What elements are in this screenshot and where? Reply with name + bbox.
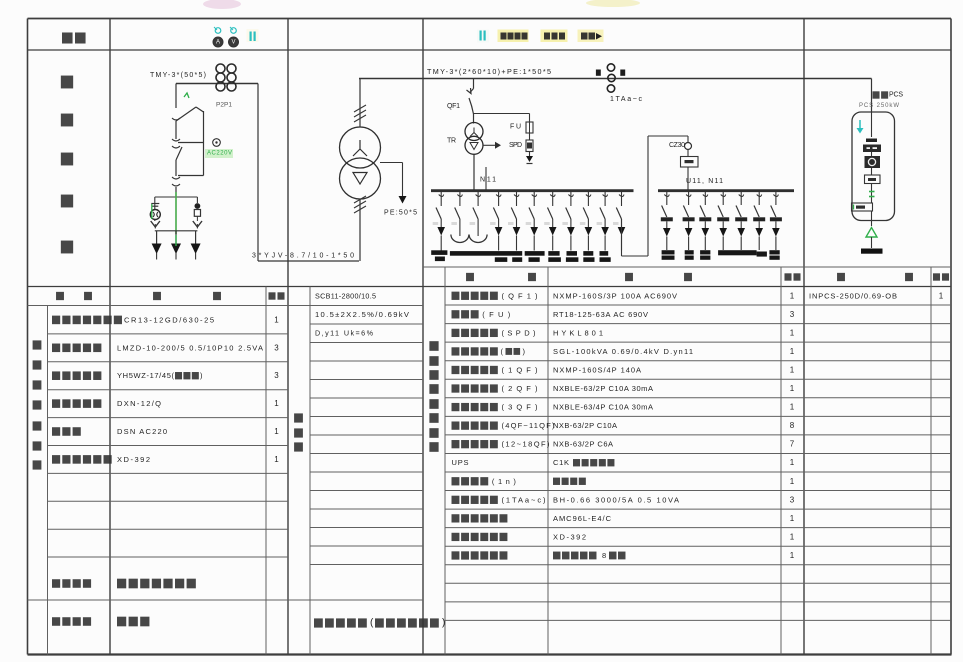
svg-text:3: 3 xyxy=(790,310,795,319)
svg-text:UPS: UPS xyxy=(452,458,469,467)
svg-text:8: 8 xyxy=(602,551,606,560)
svg-text:NXMP-160S/3P 100A AC690V: NXMP-160S/3P 100A AC690V xyxy=(553,291,677,300)
svg-text:(12~18QF): (12~18QF) xyxy=(502,440,551,449)
svg-text:RT18-125-63A AC 690V: RT18-125-63A AC 690V xyxy=(553,310,648,319)
svg-text:SPD: SPD xyxy=(509,142,522,149)
svg-text:(1TAa~c): (1TAa~c) xyxy=(502,495,547,504)
svg-text:3: 3 xyxy=(274,343,279,352)
svg-text:8: 8 xyxy=(790,421,795,430)
svg-text:1: 1 xyxy=(790,532,795,541)
svg-text:TMY-3*(2*60*10)+PE:1*50*5: TMY-3*(2*60*10)+PE:1*50*5 xyxy=(427,67,551,76)
svg-text:3: 3 xyxy=(274,371,279,380)
svg-text:TMY-3*(50*5): TMY-3*(50*5) xyxy=(150,72,206,79)
svg-text:): ) xyxy=(523,347,526,356)
svg-text:(4QF~11QF): (4QF~11QF) xyxy=(502,421,556,430)
svg-text:1: 1 xyxy=(790,551,795,560)
svg-text:AMC96L-E4/C: AMC96L-E4/C xyxy=(553,514,612,523)
svg-text:1: 1 xyxy=(790,403,795,412)
svg-text:NXB-63/2P C6A: NXB-63/2P C6A xyxy=(553,440,613,449)
svg-text:XD-392: XD-392 xyxy=(117,455,150,464)
svg-text:10.5±2X2.5%/0.69kV: 10.5±2X2.5%/0.69kV xyxy=(315,310,410,319)
svg-text:A: A xyxy=(216,39,220,45)
svg-text:1TAa~c: 1TAa~c xyxy=(610,96,643,103)
svg-text:(1n): (1n) xyxy=(492,477,517,486)
svg-text:SGL-100kVA 0.69/0.4kV D.yn11: SGL-100kVA 0.69/0.4kV D.yn11 xyxy=(553,347,693,356)
svg-text:C1K: C1K xyxy=(553,458,569,467)
svg-text:NXBLE-63/4P C10A 30mA: NXBLE-63/4P C10A 30mA xyxy=(553,403,653,412)
svg-text:1: 1 xyxy=(790,365,795,374)
svg-text:PCS 250kW: PCS 250kW xyxy=(859,103,899,109)
svg-text:PE:50*5: PE:50*5 xyxy=(384,210,417,217)
svg-text:(1QF): (1QF) xyxy=(502,365,539,374)
svg-text:1: 1 xyxy=(274,399,279,408)
svg-text:CZ30: CZ30 xyxy=(669,142,685,149)
svg-text:NXB-63/2P C10A: NXB-63/2P C10A xyxy=(553,421,617,430)
svg-text:V: V xyxy=(231,39,235,45)
svg-text:(: ( xyxy=(501,347,504,356)
svg-text:1: 1 xyxy=(790,477,795,486)
svg-text:1: 1 xyxy=(790,514,795,523)
svg-text:(2QF): (2QF) xyxy=(502,384,539,393)
svg-text:D,y11 Uk=6%: D,y11 Uk=6% xyxy=(315,329,374,338)
svg-text:3: 3 xyxy=(790,495,795,504)
svg-text:BH-0.66 3000/5A 0.5 10VA: BH-0.66 3000/5A 0.5 10VA xyxy=(553,495,679,504)
svg-text:1: 1 xyxy=(274,427,279,436)
svg-text:XD-392: XD-392 xyxy=(553,532,586,541)
svg-text:QF1: QF1 xyxy=(447,103,460,110)
svg-text:NXBLE-63/2P C10A 30mA: NXBLE-63/2P C10A 30mA xyxy=(553,384,653,393)
svg-text:AC220V: AC220V xyxy=(207,151,232,157)
svg-text:FU: FU xyxy=(510,124,521,131)
svg-text:PCS: PCS xyxy=(889,92,903,99)
svg-text:1: 1 xyxy=(274,455,279,464)
svg-text:HYKL801: HYKL801 xyxy=(553,328,603,337)
svg-text:3*YJV-8.7/10-1*50: 3*YJV-8.7/10-1*50 xyxy=(252,253,354,260)
svg-text:DXN-12/Q: DXN-12/Q xyxy=(117,399,161,408)
svg-text:TR: TR xyxy=(447,138,456,145)
svg-text:1: 1 xyxy=(790,347,795,356)
svg-text:): ) xyxy=(200,371,203,380)
svg-text:1: 1 xyxy=(790,384,795,393)
svg-text:1: 1 xyxy=(790,291,795,300)
svg-text:N11: N11 xyxy=(480,177,496,184)
svg-text:INPCS-250D/0.69-OB: INPCS-250D/0.69-OB xyxy=(809,291,897,300)
svg-text:1: 1 xyxy=(790,328,795,337)
svg-text:(SPD): (SPD) xyxy=(502,328,537,337)
svg-text:YH5WZ-17/45(: YH5WZ-17/45( xyxy=(117,371,175,380)
svg-text:U11, N11: U11, N11 xyxy=(686,178,723,185)
svg-text:): ) xyxy=(442,618,445,629)
svg-text:1: 1 xyxy=(939,291,944,300)
svg-text:1: 1 xyxy=(790,458,795,467)
svg-text:DSN AC220: DSN AC220 xyxy=(117,427,167,436)
svg-text:CR13-12GD/630-25: CR13-12GD/630-25 xyxy=(124,315,214,324)
svg-text:1: 1 xyxy=(274,315,279,324)
svg-text:P2P1: P2P1 xyxy=(216,102,232,109)
svg-text:(FU): (FU) xyxy=(482,310,511,319)
svg-text:LMZD-10-200/5 0.5/10P10 2.5VA: LMZD-10-200/5 0.5/10P10 2.5VA xyxy=(117,343,263,352)
svg-text:7: 7 xyxy=(790,440,795,449)
svg-text:(QF1): (QF1) xyxy=(502,291,539,300)
svg-text:(3QF): (3QF) xyxy=(502,403,539,412)
svg-text:SCB11-2800/10.5: SCB11-2800/10.5 xyxy=(315,292,376,301)
svg-text:NXMP-160S/4P 140A: NXMP-160S/4P 140A xyxy=(553,365,641,374)
svg-text:(: ( xyxy=(370,618,374,629)
